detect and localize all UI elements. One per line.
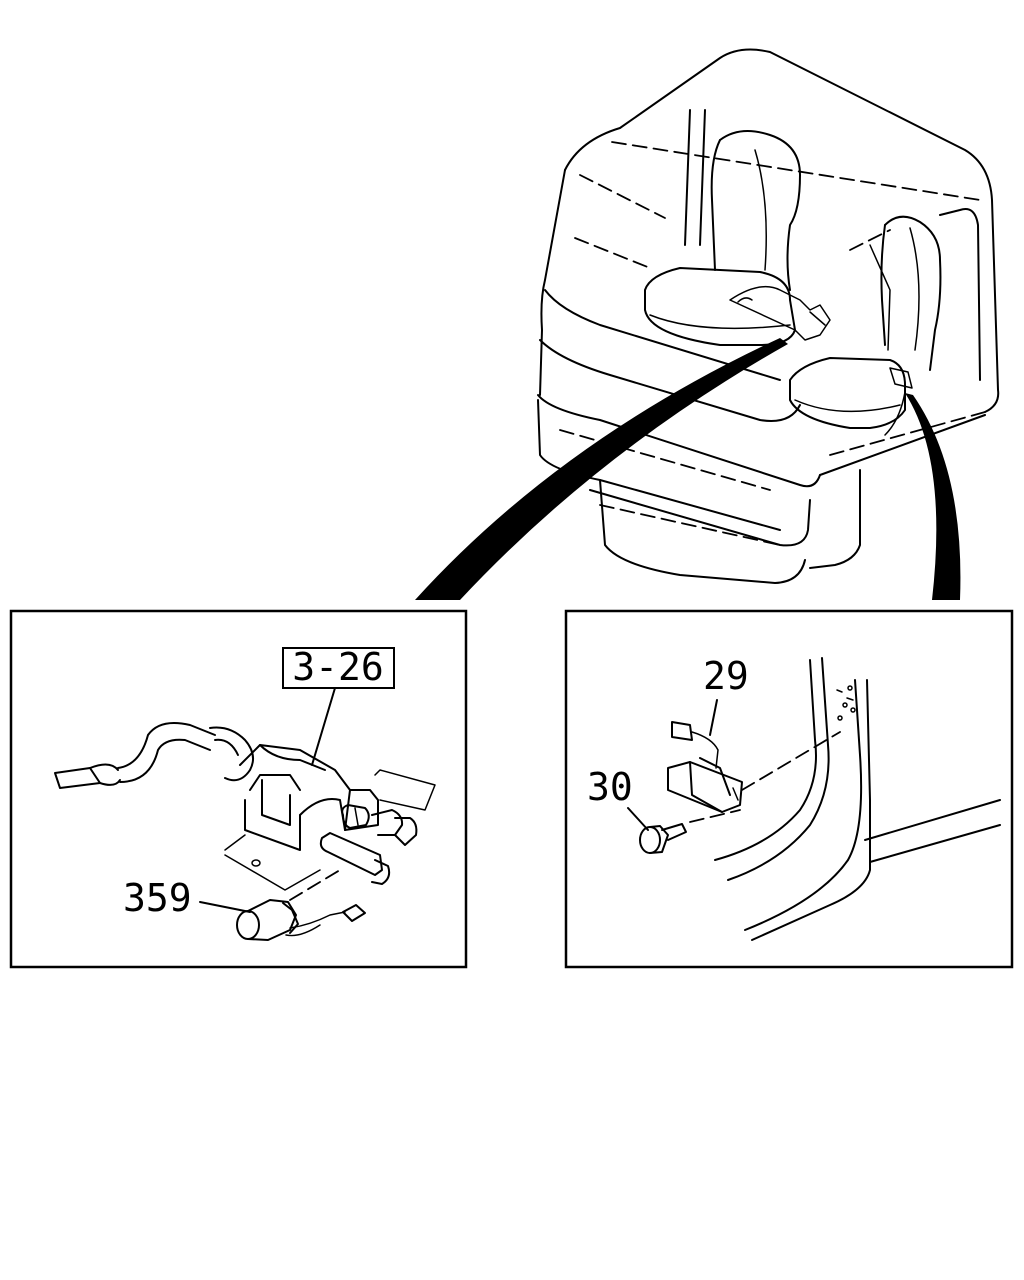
callout-ribbon-left <box>415 338 788 600</box>
part-number-30: 30 <box>587 765 633 809</box>
detail-panel-right: 29 30 <box>564 609 1014 969</box>
detail-panel-left: 3-26 359 <box>9 609 468 969</box>
cab-overview <box>537 48 1000 584</box>
ref-box-label: 3-26 <box>292 645 384 689</box>
ref-box <box>282 647 395 689</box>
part-number-29: 29 <box>703 654 749 698</box>
part-number-359: 359 <box>123 876 192 920</box>
callout-ribbon-right <box>905 393 961 600</box>
